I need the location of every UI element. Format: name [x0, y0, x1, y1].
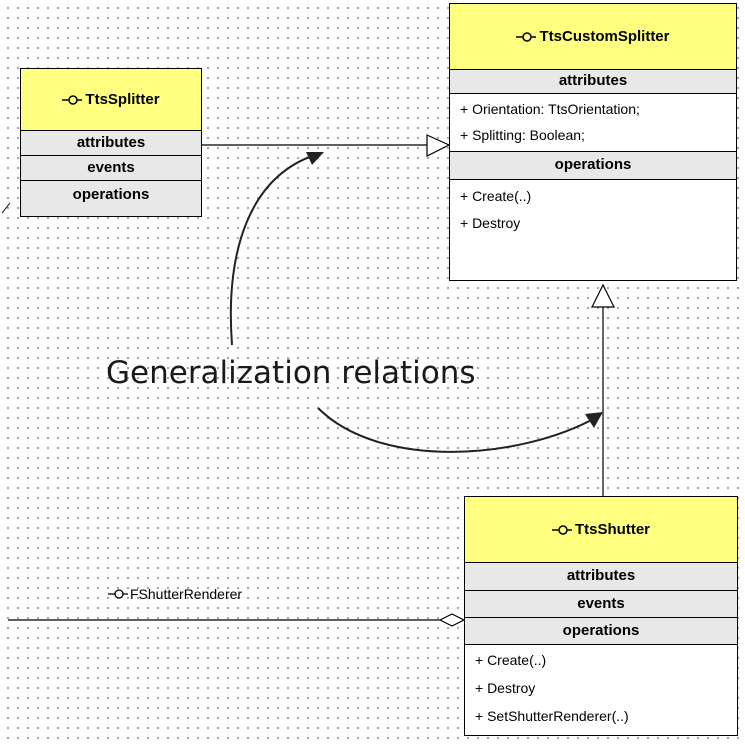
- annotation-arrowhead-upper: [306, 152, 324, 165]
- section-attributes: attributes: [465, 563, 737, 591]
- generalization-arrowhead-shutter: [591, 283, 615, 308]
- generalization-arrowhead-splitter: [426, 134, 451, 157]
- section-attributes: attributes: [450, 70, 736, 94]
- operation-item: + Destroy: [475, 680, 536, 696]
- class-name: TtsSplitter: [85, 91, 160, 108]
- section-operations: operations: [450, 152, 736, 180]
- attribute-item: + Splitting: Boolean;: [460, 127, 585, 143]
- association-name: FShutterRenderer: [130, 586, 243, 602]
- operation-list: + Create(..) + Destroy: [450, 180, 736, 237]
- section-operations: operations: [465, 618, 737, 645]
- operation-item: + SetShutterRenderer(..): [475, 708, 629, 724]
- attribute-list: + Orientation: TtsOrientation; + Splitti…: [450, 94, 736, 152]
- section-attributes: attributes: [21, 131, 201, 156]
- class-symbol-icon: [516, 31, 537, 43]
- class-header: TtsCustomSplitter: [450, 4, 736, 70]
- section-events: events: [465, 591, 737, 618]
- association-label: FShutterRenderer: [108, 586, 242, 602]
- class-ttscustomsplitter[interactable]: TtsCustomSplitter attributes + Orientati…: [449, 3, 737, 281]
- class-symbol-icon: [108, 588, 128, 600]
- annotation-text: Generalization relations: [106, 355, 476, 391]
- operation-list: + Create(..) + Destroy + SetShutterRende…: [465, 645, 737, 730]
- class-header: TtsShutter: [465, 497, 737, 563]
- class-ttssplitter[interactable]: TtsSplitter attributes events operations: [20, 68, 202, 217]
- operation-item: + Destroy: [460, 215, 521, 231]
- annotation-arrow-lower: [317, 407, 598, 453]
- class-header: TtsSplitter: [21, 69, 201, 131]
- section-operations: operations: [21, 181, 201, 216]
- operation-item: + Create(..): [460, 188, 532, 204]
- class-symbol-icon: [62, 94, 83, 106]
- aggregation-diamond: [438, 613, 466, 627]
- section-events: events: [21, 156, 201, 181]
- offscreen-link-stub: [1, 202, 11, 214]
- operation-item: + Create(..): [475, 652, 547, 668]
- class-symbol-icon: [552, 524, 572, 536]
- attribute-item: + Orientation: TtsOrientation;: [460, 101, 640, 117]
- class-name: TtsShutter: [575, 521, 650, 538]
- annotation-arrowhead-lower: [585, 412, 603, 428]
- class-ttsshutter[interactable]: TtsShutter attributes events operations …: [464, 496, 738, 736]
- annotation-arrow-upper: [229, 153, 319, 346]
- class-name: TtsCustomSplitter: [539, 28, 670, 45]
